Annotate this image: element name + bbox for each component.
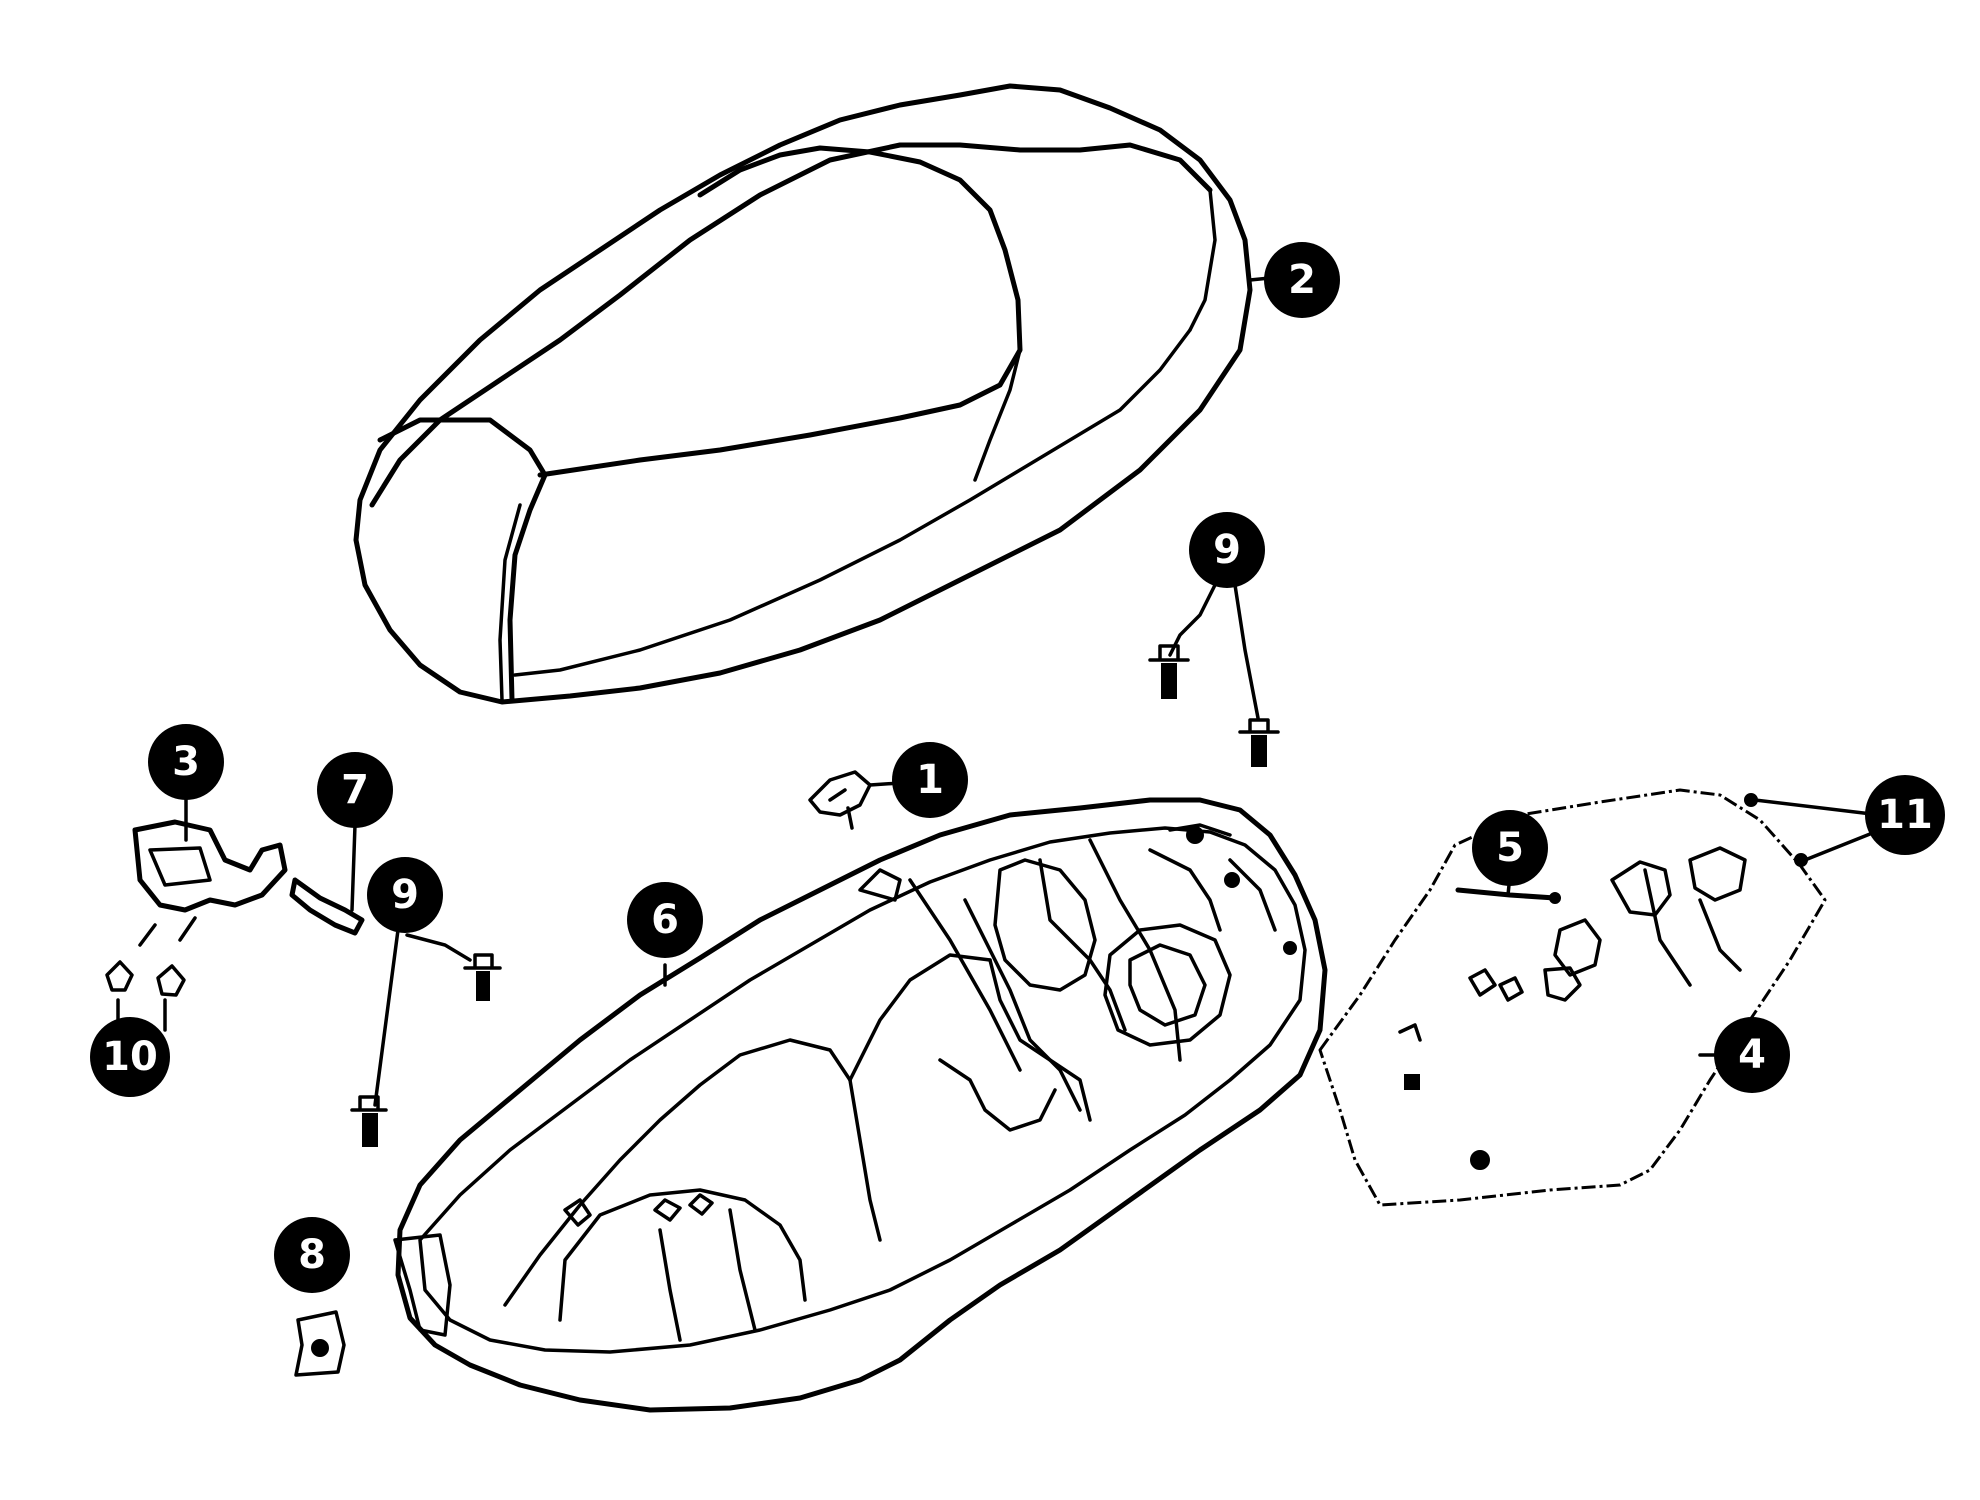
callout-4-label: 4 (1738, 1032, 1766, 1078)
part-9-bolts-left (350, 953, 502, 1147)
callout-10: 10 (90, 1017, 170, 1097)
callout-11: 11 (1865, 775, 1945, 855)
callout-9-left-label: 9 (391, 872, 419, 918)
part-5-component (1455, 887, 1561, 904)
part-8-bracket (294, 1310, 346, 1377)
callout-5: 5 (1472, 810, 1548, 886)
callout-7: 7 (317, 752, 393, 828)
part-10-nuts (105, 916, 197, 997)
seat-cushion (353, 83, 1253, 705)
part-3-seat-lock (132, 819, 288, 913)
callout-10-label: 10 (102, 1034, 158, 1080)
callout-7-label: 7 (341, 767, 369, 813)
callout-1: 1 (892, 742, 968, 818)
callout-6: 6 (627, 882, 703, 958)
callout-3-label: 3 (172, 739, 200, 785)
callout-4: 4 (1714, 1017, 1790, 1093)
part-7-cable (289, 877, 365, 936)
callout-1-label: 1 (916, 757, 944, 803)
leader-lines (116, 276, 1882, 1107)
part-1-clip (808, 770, 872, 830)
callout-8: 8 (274, 1217, 350, 1293)
callout-8-label: 8 (298, 1232, 326, 1278)
part-9-bolts-upper (1148, 644, 1280, 767)
callout-2: 2 (1264, 242, 1340, 318)
callout-9-upper-label: 9 (1213, 527, 1241, 573)
callout-9-upper: 9 (1189, 512, 1265, 588)
callout-11-label: 11 (1877, 792, 1933, 838)
callout-3: 3 (148, 724, 224, 800)
callout-6-label: 6 (651, 897, 679, 943)
callout-2-label: 2 (1288, 257, 1316, 303)
callout-9-left: 9 (367, 857, 443, 933)
part-4-kit-panel (1318, 788, 1827, 1207)
callout-5-label: 5 (1496, 825, 1524, 871)
seat-storage-pan (393, 797, 1328, 1413)
